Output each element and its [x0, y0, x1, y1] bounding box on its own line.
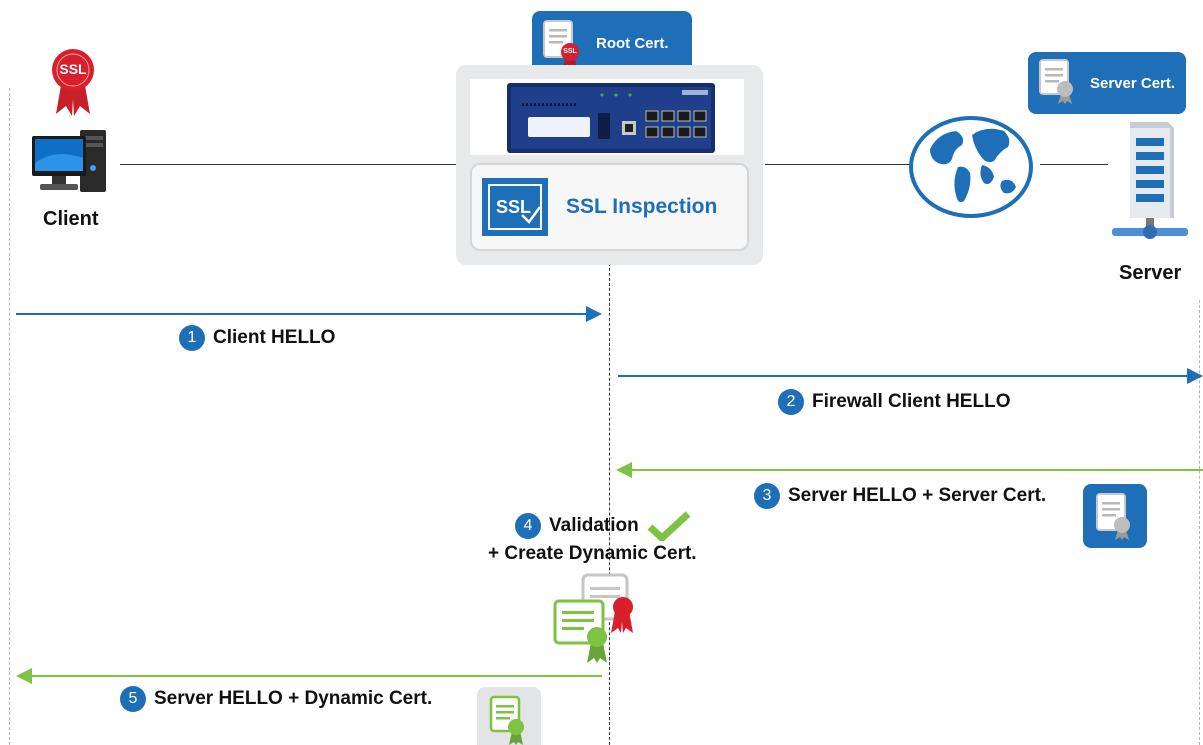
step-2-badge: 2 [778, 389, 804, 415]
globe-server-link [1040, 164, 1108, 165]
step-2: 2 Firewall Client HELLO [778, 389, 1010, 415]
ssl-inspection-label: SSL Inspection [566, 195, 718, 218]
client-firewall-link [120, 164, 460, 165]
firewall-appliance [470, 79, 744, 155]
check-icon [521, 206, 542, 224]
certificate-icon: SSL [540, 19, 582, 67]
step-3: 3 Server HELLO + Server Cert. [754, 483, 1046, 509]
ssl-inspection-logo-icon: SSL [482, 178, 548, 236]
step-1: 1 Client HELLO [179, 325, 335, 351]
step-3-badge: 3 [754, 483, 780, 509]
server-cert-label: Server Cert. [1090, 74, 1176, 92]
step-4-badge: 4 [515, 513, 541, 539]
server-cert-box: Server Cert. [1028, 52, 1186, 114]
ssl-ribbon-text: SSL [59, 61, 87, 77]
step-2-label: Firewall Client HELLO [812, 391, 1011, 412]
step-4: 4 Validation [515, 511, 691, 541]
root-cert-seal-text: SSL [563, 48, 577, 55]
arrow-step-1 [16, 306, 602, 322]
step-5: 5 Server HELLO + Dynamic Cert. [120, 686, 432, 712]
ssl-inspection-card: SSL SSL Inspection [470, 163, 749, 251]
root-cert-box: SSL Root Cert. [532, 11, 692, 75]
step-1-label: Client HELLO [213, 327, 336, 348]
globe-icon [908, 115, 1034, 224]
server-icon [1108, 118, 1190, 253]
ssl-logo-text: SSL [496, 196, 532, 217]
firewall-server-link [765, 164, 910, 165]
certificate-icon [1036, 58, 1076, 108]
step-1-badge: 1 [179, 325, 205, 351]
root-cert-label: Root Cert. [596, 34, 669, 52]
client-computer-icon [30, 128, 110, 199]
client-label: Client [43, 208, 99, 230]
client-lifeline [9, 88, 10, 745]
step-5-label: Server HELLO + Dynamic Cert. [154, 688, 433, 709]
server-label: Server [1119, 262, 1182, 284]
server-lifeline [1199, 300, 1200, 745]
step-3-label: Server HELLO + Server Cert. [788, 485, 1047, 506]
step-4-sublabel: + Create Dynamic Cert. [488, 543, 697, 564]
server-cert-icon [1083, 484, 1147, 548]
ssl-ribbon-icon: SSL [50, 48, 96, 118]
firewall-lifeline [609, 253, 610, 745]
arrow-step-3 [616, 462, 1203, 478]
step-5-badge: 5 [120, 686, 146, 712]
step-4-label: Validation [549, 515, 639, 536]
arrow-step-5 [16, 668, 602, 684]
dynamic-cert-small-icon [477, 687, 541, 745]
arrow-step-2 [618, 368, 1203, 384]
validation-check-icon [647, 511, 691, 541]
dynamic-cert-icon [553, 573, 637, 670]
